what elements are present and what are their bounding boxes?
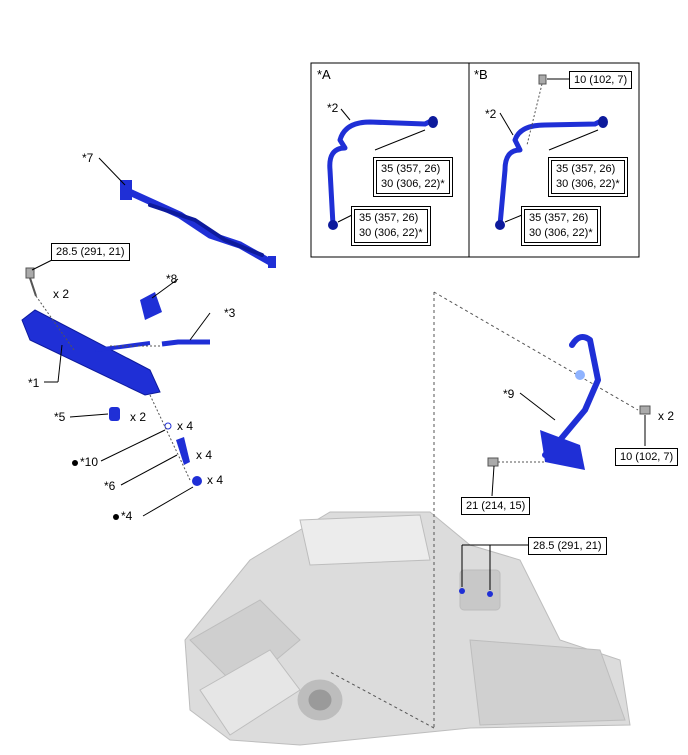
detail-a-torque-upper: 35 (357, 26)30 (306, 22)* [373, 157, 453, 197]
torque-pipe-bolt: 10 (102, 7) [615, 448, 679, 466]
detail-b-part-label: *2 [485, 107, 497, 121]
detail-a-part-label: *2 [327, 101, 339, 115]
fuel-pipe-b [497, 117, 606, 228]
qty-part-10: x 4 [177, 419, 194, 433]
qty-part-4: x 4 [207, 473, 224, 487]
engine-assembly [184, 511, 631, 746]
label-part-9: *9 [503, 387, 515, 401]
detail-b-torque-bolt: 10 (102, 7) [569, 71, 633, 89]
view-wedge [329, 291, 639, 729]
torque-rail-bolt: 28.5 (291, 21) [51, 243, 130, 261]
leader-lines [31, 78, 646, 590]
part-4 [192, 476, 202, 486]
detail-a-label: *A [317, 67, 331, 82]
detail-a-torque-lower: 35 (357, 26)30 (306, 22)* [351, 206, 431, 246]
part-5 [109, 407, 120, 421]
torque-pump-bolt: 28.5 (291, 21) [528, 537, 607, 555]
label-part-6: *6 [104, 479, 116, 493]
label-part-5: *5 [54, 410, 66, 424]
new-part-dot-icon [113, 513, 119, 520]
fuel-pipe-a [327, 117, 436, 228]
qty-part-5: x 2 [130, 410, 147, 424]
pump-bolt-marker [459, 588, 465, 594]
label-part-8: *8 [166, 272, 178, 286]
pump-bolt-marker [487, 591, 493, 597]
label-part-7: *7 [82, 151, 94, 165]
fuel-pipe-9 [542, 333, 601, 458]
qty-pipe-bolt: x 2 [658, 409, 675, 423]
detail-box-b [468, 62, 640, 258]
new-part-dot-icon [72, 459, 78, 466]
wire-harness [121, 186, 274, 266]
detail-b-torque-upper: 35 (357, 26)30 (306, 22)* [548, 157, 628, 197]
o-ring-10 [164, 422, 172, 430]
label-part-4: *4 [113, 510, 132, 523]
torque-stud-bolt: 21 (214, 15) [461, 497, 531, 515]
qty-part-6: x 4 [196, 448, 213, 462]
label-part-3: *3 [224, 306, 236, 320]
hose-3 [161, 339, 210, 347]
detail-b-torque-lower: 35 (357, 26)30 (306, 22)* [521, 206, 601, 246]
label-part-1: *1 [28, 376, 40, 390]
injector-6 [176, 437, 190, 465]
qty-rail-bolt: x 2 [53, 287, 70, 301]
fuel-rail [21, 309, 161, 396]
detail-b-label: *B [474, 67, 488, 82]
label-part-10: *10 [72, 456, 98, 469]
connector-8 [140, 292, 162, 320]
